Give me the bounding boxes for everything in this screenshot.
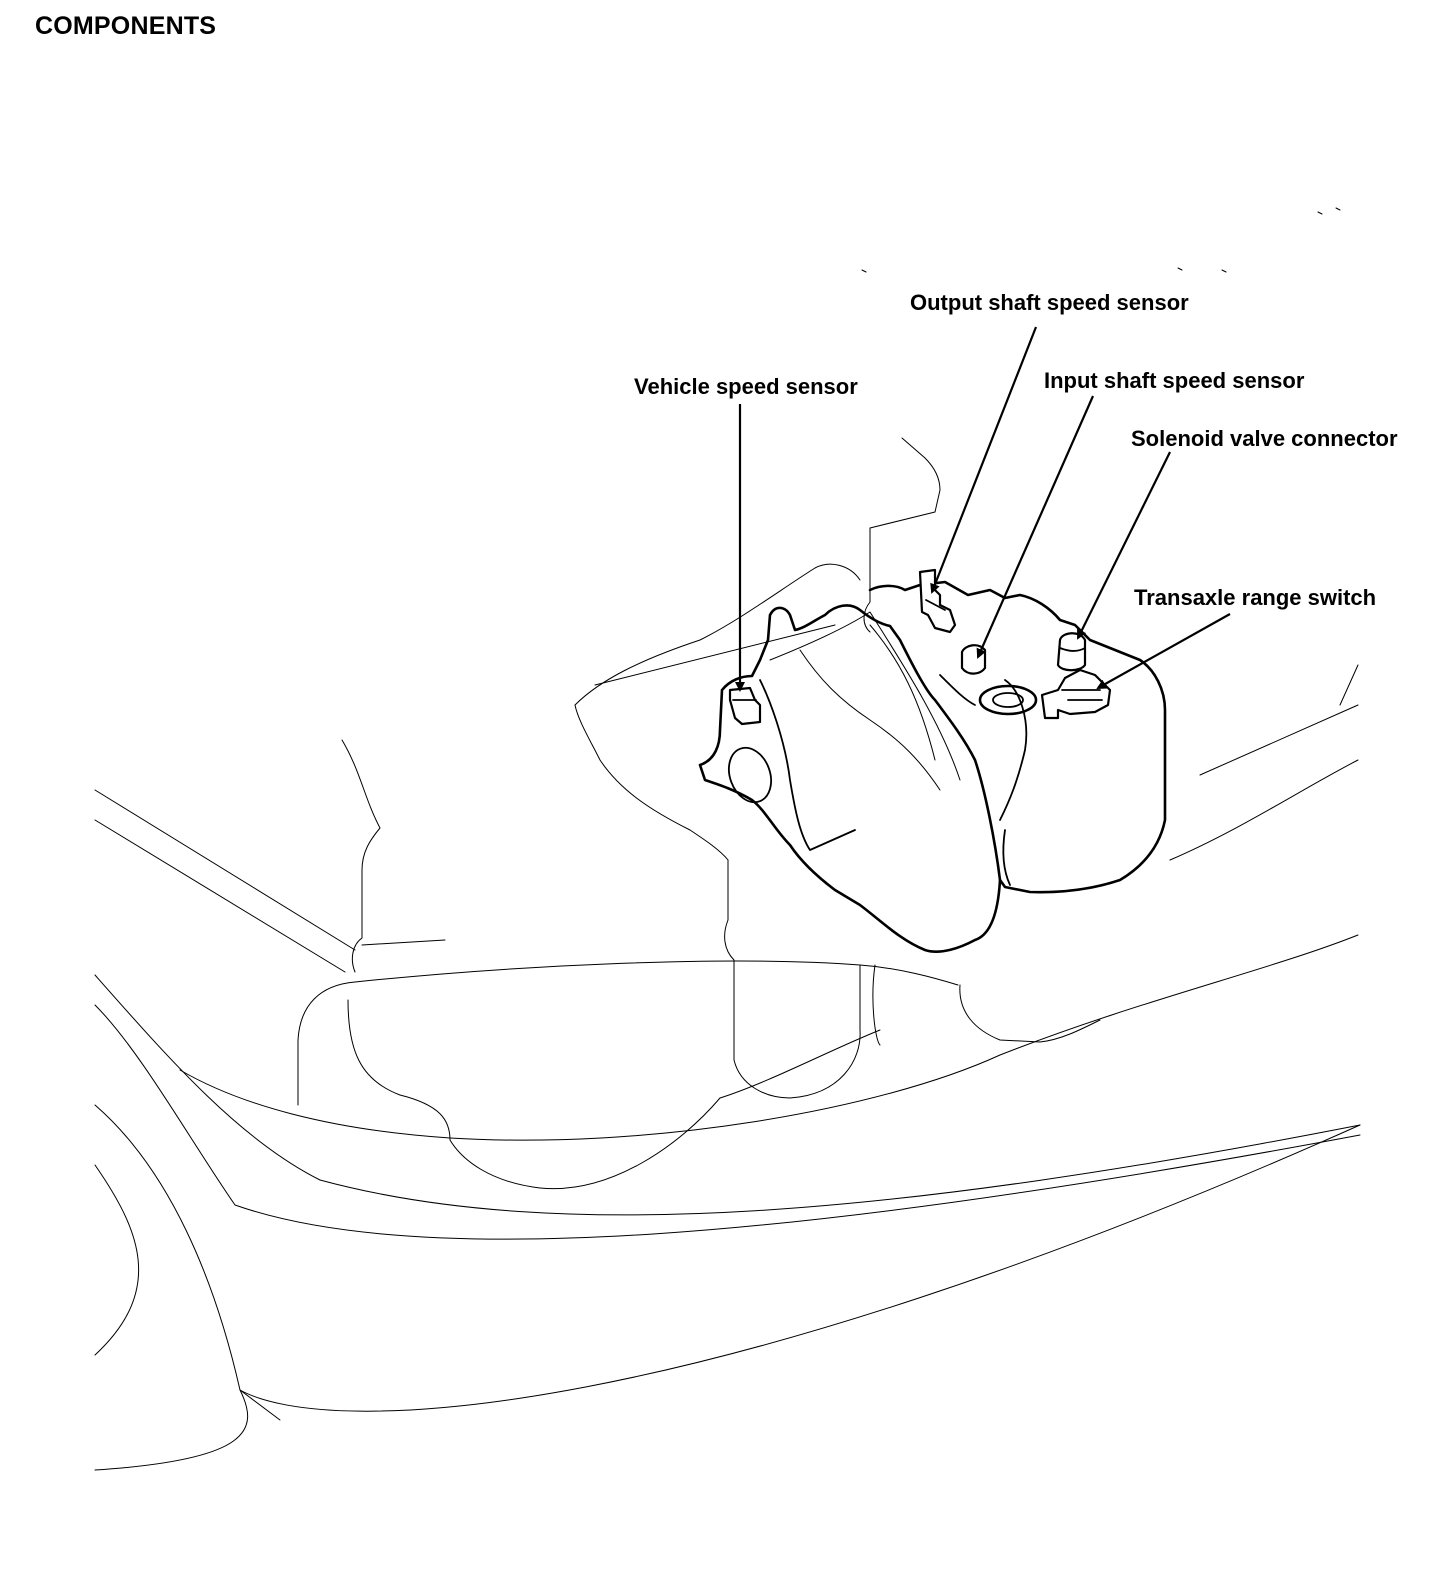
transaxle-housing <box>698 580 1167 953</box>
engine-outline <box>297 437 1101 1190</box>
label-solenoid-valve-connector: Solenoid valve connector <box>1131 426 1398 451</box>
vehicle-body-outline <box>94 207 1361 1471</box>
leader-transaxle-range-switch <box>1096 613 1231 689</box>
label-output-shaft-speed-sensor: Output shaft speed sensor <box>910 290 1189 315</box>
label-vehicle-speed-sensor: Vehicle speed sensor <box>634 374 858 399</box>
label-input-shaft-speed-sensor: Input shaft speed sensor <box>1044 368 1305 393</box>
label-transaxle-range-switch: Transaxle range switch <box>1134 585 1377 610</box>
transaxle-range-switch-part <box>1040 668 1112 720</box>
solenoid-valve-connector-part <box>1056 632 1087 672</box>
page-title: COMPONENTS <box>35 12 217 40</box>
leader-solenoid-valve-connector <box>1077 451 1171 640</box>
vehicle-speed-sensor-part <box>728 686 762 726</box>
leader-output-shaft-speed-sensor <box>930 326 1038 594</box>
leader-input-shaft-speed-sensor <box>976 395 1095 659</box>
leader-lines <box>735 326 1231 692</box>
